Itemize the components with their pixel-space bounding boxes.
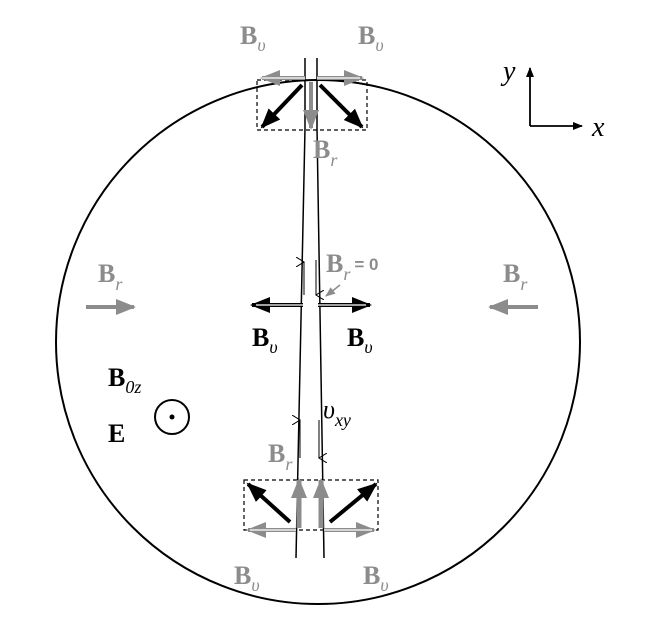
out-of-plane-symbol	[154, 399, 190, 435]
y-axis-label: y	[500, 56, 516, 87]
b-upsilon-bottom-right: Bυ	[363, 561, 389, 595]
b-r-bottom: Br	[268, 439, 293, 474]
top-field-arrows	[260, 70, 364, 130]
top-region-box	[256, 79, 368, 131]
e-label: E	[108, 419, 125, 448]
b-r-top: Br	[313, 135, 338, 170]
b-upsilon-top-right: Bυ	[358, 21, 384, 55]
bottom-region-box	[243, 479, 379, 531]
flow-arrows	[300, 260, 319, 458]
b-r-zero: Br= 0	[326, 249, 378, 284]
b-r-left: Br	[98, 259, 123, 294]
b-upsilon-middle-left: Bυ	[252, 323, 278, 357]
b-0z-label: B0z	[108, 363, 141, 397]
v-xy-label: υxy	[323, 395, 351, 430]
b-upsilon-top-left: Bυ	[240, 21, 266, 55]
b-upsilon-bottom-left: Bυ	[234, 561, 260, 595]
b-upsilon-middle-right: Bυ	[347, 323, 373, 357]
middle-field-arrows	[250, 284, 372, 313]
bottom-field-arrows	[246, 478, 378, 538]
b-r-right: Br	[503, 259, 528, 294]
x-axis-label: x	[591, 112, 605, 143]
coordinate-axes: y x	[500, 56, 605, 143]
